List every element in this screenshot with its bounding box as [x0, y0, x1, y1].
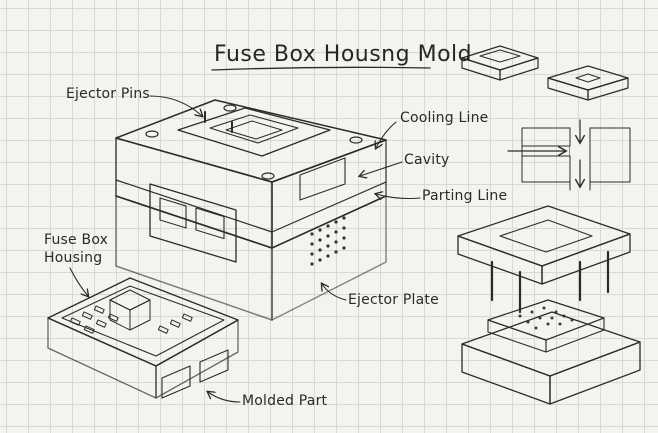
label-fuse-box-line2: Housing: [44, 250, 103, 266]
label-molded-part: Molded Part: [242, 393, 328, 409]
leader-ejector-pins: [149, 95, 202, 116]
label-fuse-box-line1: Fuse Box: [44, 232, 109, 248]
leader-ejector-plate: [322, 284, 347, 301]
leader-parting-line: [376, 194, 421, 199]
leader-cooling-line: [376, 121, 397, 148]
title-underline: [211, 66, 431, 71]
label-cooling-line: Cooling Line: [400, 110, 489, 126]
main-mold-block: [115, 99, 387, 321]
leader-fuse-box: [69, 267, 88, 296]
molded-part: [47, 277, 239, 399]
label-ejector-plate: Ejector Plate: [348, 292, 439, 308]
cooling-section: [507, 119, 631, 191]
label-cavity: Cavity: [404, 152, 450, 168]
label-ejector-pins: Ejector Pins: [66, 86, 150, 102]
small-part-1: [461, 45, 539, 81]
small-part-2: [547, 65, 629, 101]
diagram-title: Fuse Box Housng Mold: [214, 42, 473, 67]
exploded-mold: [457, 205, 641, 405]
label-parting-line: Parting Line: [422, 188, 508, 204]
leader-cavity: [360, 161, 403, 176]
vent-grid: [310, 216, 346, 266]
leader-molded-part: [208, 392, 241, 403]
